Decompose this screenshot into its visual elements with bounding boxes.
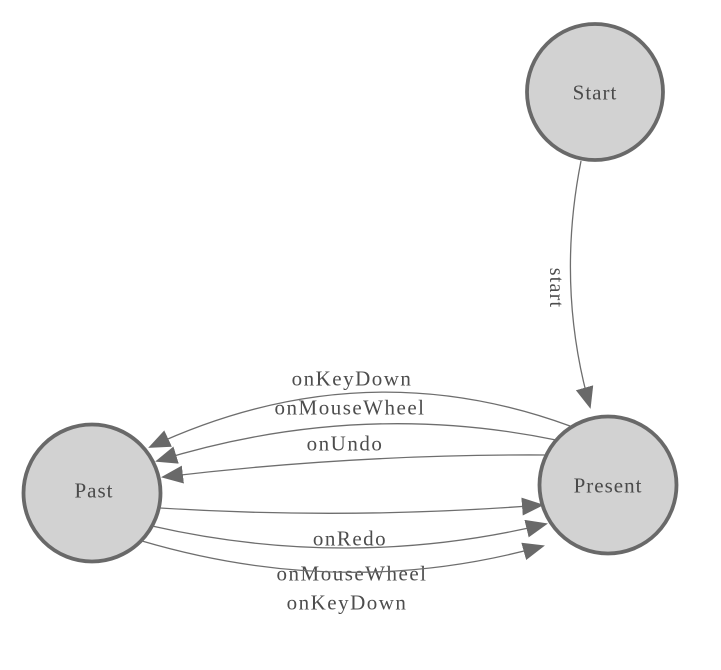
edge-present-to-past-onundo-path <box>161 454 546 484</box>
edge-present-to-past-onkeydown: onKeyDown <box>148 366 571 448</box>
edge-present-to-past-onundo: onUndo <box>161 431 546 484</box>
edge-present-to-past-onmousewheel: onMouseWheel <box>155 395 557 464</box>
edge-start-to-present-path <box>569 160 594 409</box>
edge-label-onmousewheel-top: onMouseWheel <box>275 395 426 419</box>
edge-label-onmousewheel-bottom: onMouseWheel <box>277 561 428 585</box>
edge-past-to-present-onkeydown: onKeyDown <box>141 540 545 614</box>
node-start: Start <box>525 22 665 162</box>
node-start-label: Start <box>573 80 618 104</box>
node-present: Present <box>537 414 679 556</box>
edge-label-onkeydown-bottom: onKeyDown <box>287 590 408 614</box>
edge-past-to-present-onmousewheel: onMouseWheel <box>151 519 548 585</box>
node-present-circle <box>537 414 679 556</box>
edge-label-onredo: onRedo <box>313 526 387 550</box>
edge-label-onundo: onUndo <box>307 431 384 455</box>
node-past-circle <box>21 422 163 564</box>
node-start-circle <box>525 22 665 162</box>
edge-present-to-past-onmousewheel-path <box>155 423 557 464</box>
edge-past-to-present-onredo: onRedo <box>159 497 544 550</box>
edge-past-to-present-onredo-path <box>159 497 544 516</box>
edge-past-to-present-onkeydown-path <box>141 540 545 573</box>
node-present-label: Present <box>574 473 643 497</box>
edge-label-start: start <box>545 268 567 308</box>
node-past-label: Past <box>74 478 113 502</box>
edge-present-to-past-onkeydown-path <box>148 391 571 448</box>
edge-label-onkeydown-top: onKeyDown <box>292 366 413 390</box>
edge-start-to-present: start <box>545 160 594 409</box>
edge-past-to-present-onmousewheel-path <box>151 519 548 549</box>
node-past: Past <box>21 422 163 564</box>
